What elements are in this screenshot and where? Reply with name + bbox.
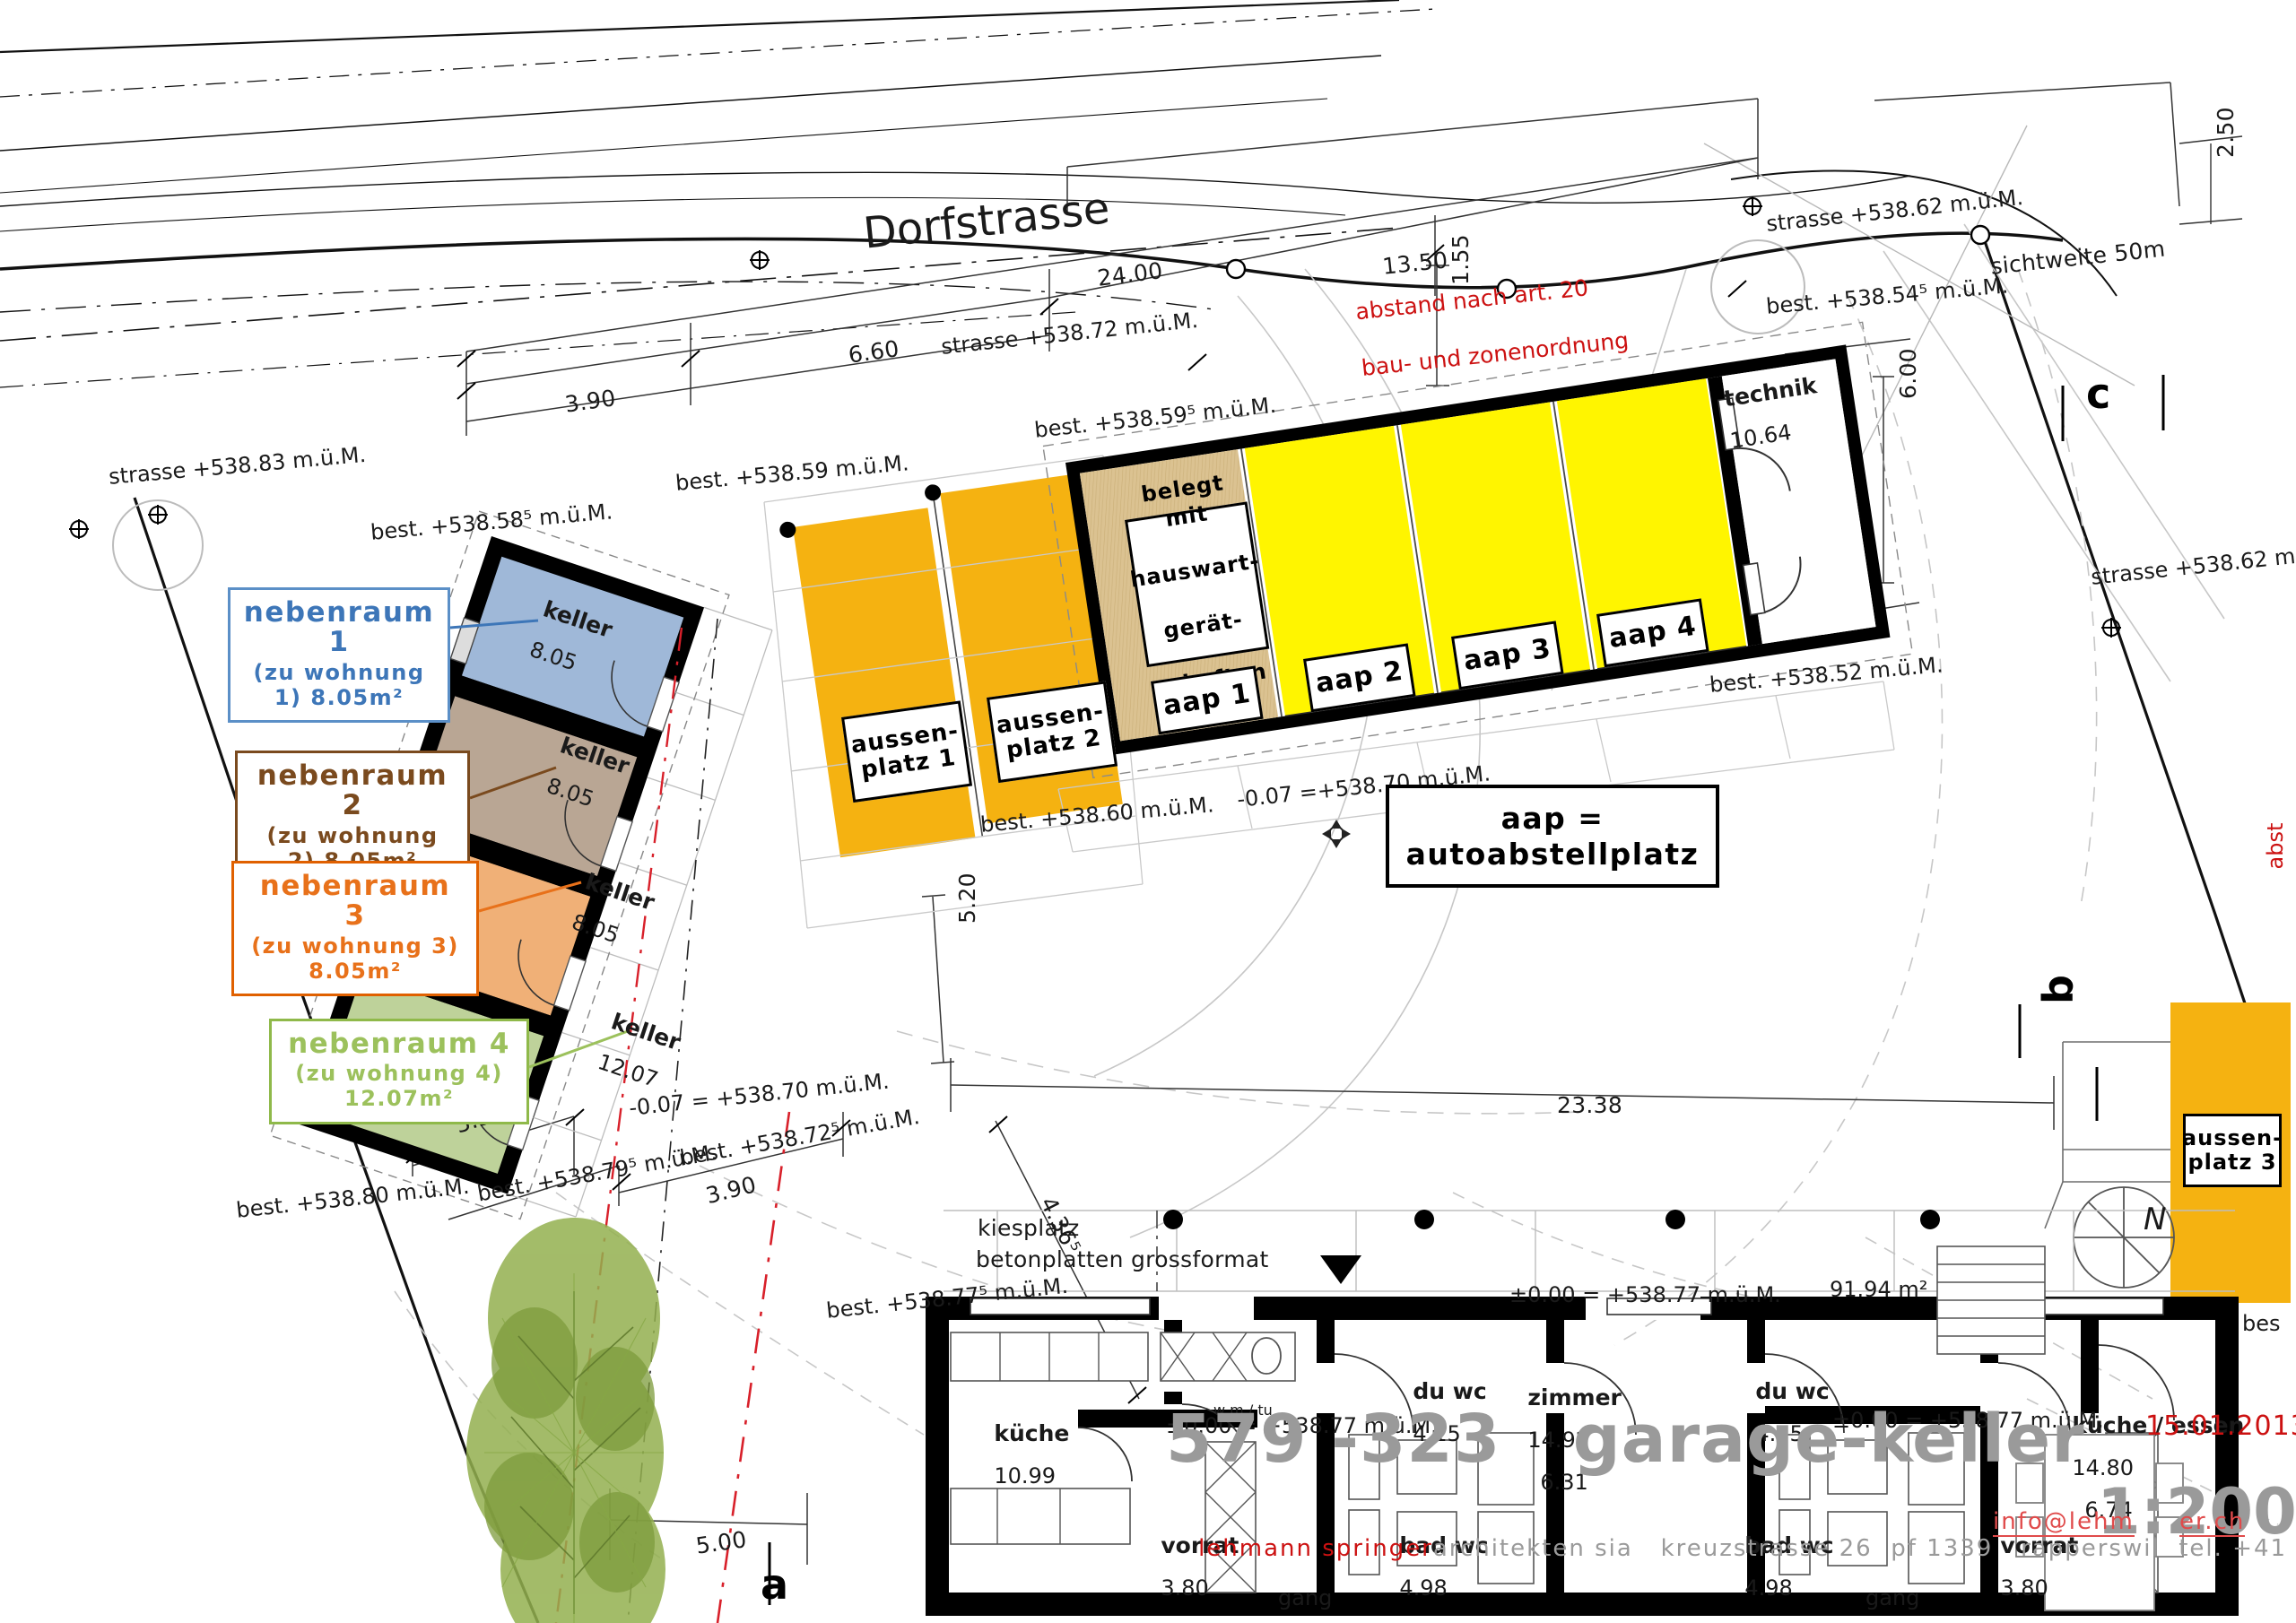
imprint-email-tail[interactable]: er.ch (2179, 1508, 2246, 1537)
aussenplatz-1-tag[interactable]: aussen- platz 1 (841, 700, 973, 803)
room-name: vorrat (1161, 1532, 1239, 1558)
room-area: 14.80 (2072, 1455, 2135, 1480)
room-area: 10.99 (994, 1463, 1057, 1488)
date-stamp: 15.01.2013 (2145, 1410, 2296, 1442)
legend-aap: aap = autoabstellplatz (1386, 785, 1719, 889)
callout-sub: (zu wohnung 4) 12.07m² (295, 1061, 503, 1112)
plan-label-area-total: 91.94 m² (1830, 1277, 1928, 1302)
callout-title: nebenraum 2 (257, 759, 448, 822)
room-name: keller (582, 868, 658, 916)
callout-sub: (zu wohnung 1) 8.05m² (253, 659, 425, 710)
callout-title: nebenraum 4 (288, 1028, 510, 1060)
room-name: keller (540, 595, 616, 644)
imprint-email[interactable]: info@lehm (1993, 1508, 2135, 1537)
elevation-label: bes (2242, 1311, 2281, 1336)
room-name: zimmer (1527, 1384, 1622, 1410)
room-name: du wc (1413, 1378, 1487, 1404)
legend-line2: autoabstellplatz (1405, 836, 1700, 872)
room-name: technik (1721, 372, 1819, 412)
room-area: 14.92 (1527, 1428, 1590, 1453)
callout-title: nebenraum 1 (243, 596, 435, 659)
room-area: 8.05 (526, 636, 580, 676)
callout-title: nebenraum 3 (259, 870, 451, 933)
dimension-label: 5.20 (954, 872, 980, 924)
room-area: 3.80 (2000, 1575, 2048, 1601)
plan-label-washer: w m / tu (1213, 1402, 1273, 1419)
dimension-label: 2.50 (2213, 107, 2239, 158)
imprint: lehmann springerarchitekten sia kreuzstr… (1161, 1508, 2296, 1589)
plan-label-gang-left: gang (1278, 1585, 1333, 1610)
room-area: 8.05 (569, 908, 622, 949)
callout-nebenraum-1[interactable]: nebenraum 1 (zu wohnung 1) 8.05m² (228, 587, 450, 724)
aap-label: aap 2 (1313, 655, 1405, 700)
legend-line1: aap = (1500, 801, 1605, 836)
room-area: 12.07 (595, 1048, 662, 1093)
room-area: 4.15 (1755, 1421, 1804, 1446)
elevation-label: ±0.00 = +538.77 m.ü.M. (1166, 1413, 1438, 1438)
ground-note-kiesplatz: kiesplatz (978, 1215, 1080, 1241)
plan-room-badwc-right: bad wc 4.98 (1726, 1515, 1834, 1618)
room-area: 4.98 (1399, 1575, 1448, 1601)
elevation-label: ±0.00 = +538.77 m.ü.M. (1832, 1408, 2104, 1433)
hauswart-line-2: hauswart- (1128, 548, 1262, 593)
plan-room-duwc-left: du wc 4.15 (1395, 1361, 1487, 1463)
plan-room-kueche: küche 10.99 (976, 1403, 1069, 1506)
aap-label: aap 1 (1161, 677, 1253, 723)
zoning-note-right-line1: abst (2263, 822, 2288, 870)
imprint-rest: architekten sia kreuzstrasse 26 pf 1339 … (1432, 1535, 2288, 1562)
plan-room-duwc-right: du wc 4.15 (1737, 1361, 1830, 1463)
room-name: küche / essen (2072, 1412, 2245, 1438)
north-mark: N (2144, 1202, 2167, 1237)
zoning-note-line1: abstand nach art. 20 (1353, 274, 1590, 325)
imprint-firm: lehmann springer (1198, 1535, 1433, 1562)
plan-room-kueche-essen: küche / essen 14.80 6.74 (2054, 1395, 2244, 1540)
room-area: 10.64 (1728, 419, 1794, 454)
aussenplatz-2-tag[interactable]: aussen- platz 2 (987, 681, 1118, 784)
zoning-note-right: abst bau- und zo (2235, 742, 2296, 897)
room-area-2: 6.74 (2084, 1497, 2133, 1523)
dimension-label: 6.00 (1895, 348, 1921, 399)
sheet-watermark-title: 579 -323 garage-keller (1166, 1401, 2085, 1478)
room-area-2: 6.31 (1540, 1470, 1588, 1495)
room-name: küche (994, 1420, 1070, 1446)
section-mark-c: c (2086, 369, 2111, 418)
room-area: 4.98 (1744, 1575, 1793, 1601)
tag-line2: platz 3 (2187, 1150, 2277, 1175)
room-name: keller (557, 732, 633, 780)
dimension-label: 23.38 (1557, 1092, 1623, 1118)
callout-nebenraum-3[interactable]: nebenraum 3 (zu wohnung 3) 8.05m² (231, 861, 479, 997)
aap-label: aap 4 (1606, 610, 1699, 655)
hauswart-line-3: gerät- (1161, 606, 1245, 644)
room-area: 8.05 (544, 772, 597, 812)
room-name: bad wc (1744, 1532, 1834, 1558)
room-name: keller (608, 1008, 684, 1056)
room-name: du wc (1755, 1378, 1830, 1404)
callout-nebenraum-4[interactable]: nebenraum 4 (zu wohnung 4) 12.07m² (269, 1019, 529, 1124)
section-mark-b: b (2034, 975, 2083, 1004)
elevation-label: ±0.00 = +538.77 m.ü.M. (1509, 1282, 1781, 1307)
plan-room-zimmer: zimmer 14.92 6.31 (1509, 1367, 1622, 1512)
room-area: 3.80 (1161, 1575, 1209, 1601)
technik-room: technik 10.64 (1701, 355, 1828, 473)
room-area: 4.15 (1413, 1421, 1461, 1446)
section-mark-a: a (761, 1560, 789, 1609)
hauswart-note-box: belegt mit hauswart- gerät- schaften (1125, 470, 1270, 700)
aap-label: aap 3 (1461, 632, 1553, 678)
zoning-note-line2: bau- und zonenordnung (1360, 326, 1631, 381)
callout-sub: (zu wohnung 3) 8.05m² (251, 933, 459, 984)
aussenplatz-3-tag[interactable]: aussen- platz 3 (2181, 1114, 2283, 1187)
plan-room-vorrat-left: vorrat 3.80 (1143, 1515, 1239, 1618)
ground-note-betonplatten: betonplatten grossformat (976, 1246, 1269, 1272)
tag-line1: aussen- (2181, 1125, 2283, 1151)
room-name: bad wc (1399, 1532, 1489, 1558)
plan-label-gang-right: gang (1866, 1585, 1920, 1610)
plan-room-badwc-left: bad wc 4.98 (1381, 1515, 1489, 1618)
